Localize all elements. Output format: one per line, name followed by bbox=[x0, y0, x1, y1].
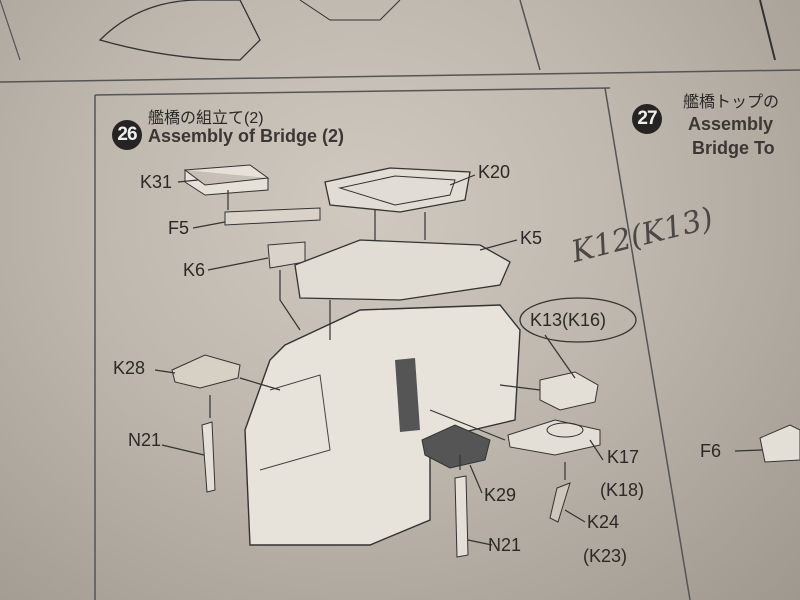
part-label-k5: K5 bbox=[520, 228, 543, 248]
step-27-title-jp: 艦橋トップの bbox=[683, 94, 780, 111]
step-26-title-jp: 艦橋の組立て(2) bbox=[148, 110, 264, 127]
part-label-k18: (K18) bbox=[600, 480, 645, 500]
step-27-title-en-2: Bridge To bbox=[692, 138, 775, 158]
part-label-k20: K20 bbox=[478, 162, 511, 182]
part-label-k23: (K23) bbox=[583, 546, 628, 566]
part-label-k29: K29 bbox=[484, 485, 517, 505]
step-26-title-en: Assembly of Bridge (2) bbox=[148, 126, 345, 146]
step-27-title-en-1: Assembly bbox=[688, 114, 774, 134]
part-label-n21-right: N21 bbox=[488, 535, 522, 555]
part-label-k28: K28 bbox=[113, 358, 146, 378]
part-label-k13-k16: K13(K16) bbox=[530, 310, 607, 330]
part-label-n21-left: N21 bbox=[128, 430, 162, 450]
part-label-f5: F5 bbox=[168, 218, 190, 238]
part-label-f6: F6 bbox=[700, 441, 722, 461]
part-label-k17: K17 bbox=[607, 447, 640, 467]
step-26-badge: 26 bbox=[112, 120, 142, 150]
part-label-k24: K24 bbox=[587, 512, 620, 532]
part-label-k31: K31 bbox=[140, 172, 173, 192]
step-27-badge: 27 bbox=[632, 104, 662, 134]
part-label-k6: K6 bbox=[183, 260, 206, 280]
